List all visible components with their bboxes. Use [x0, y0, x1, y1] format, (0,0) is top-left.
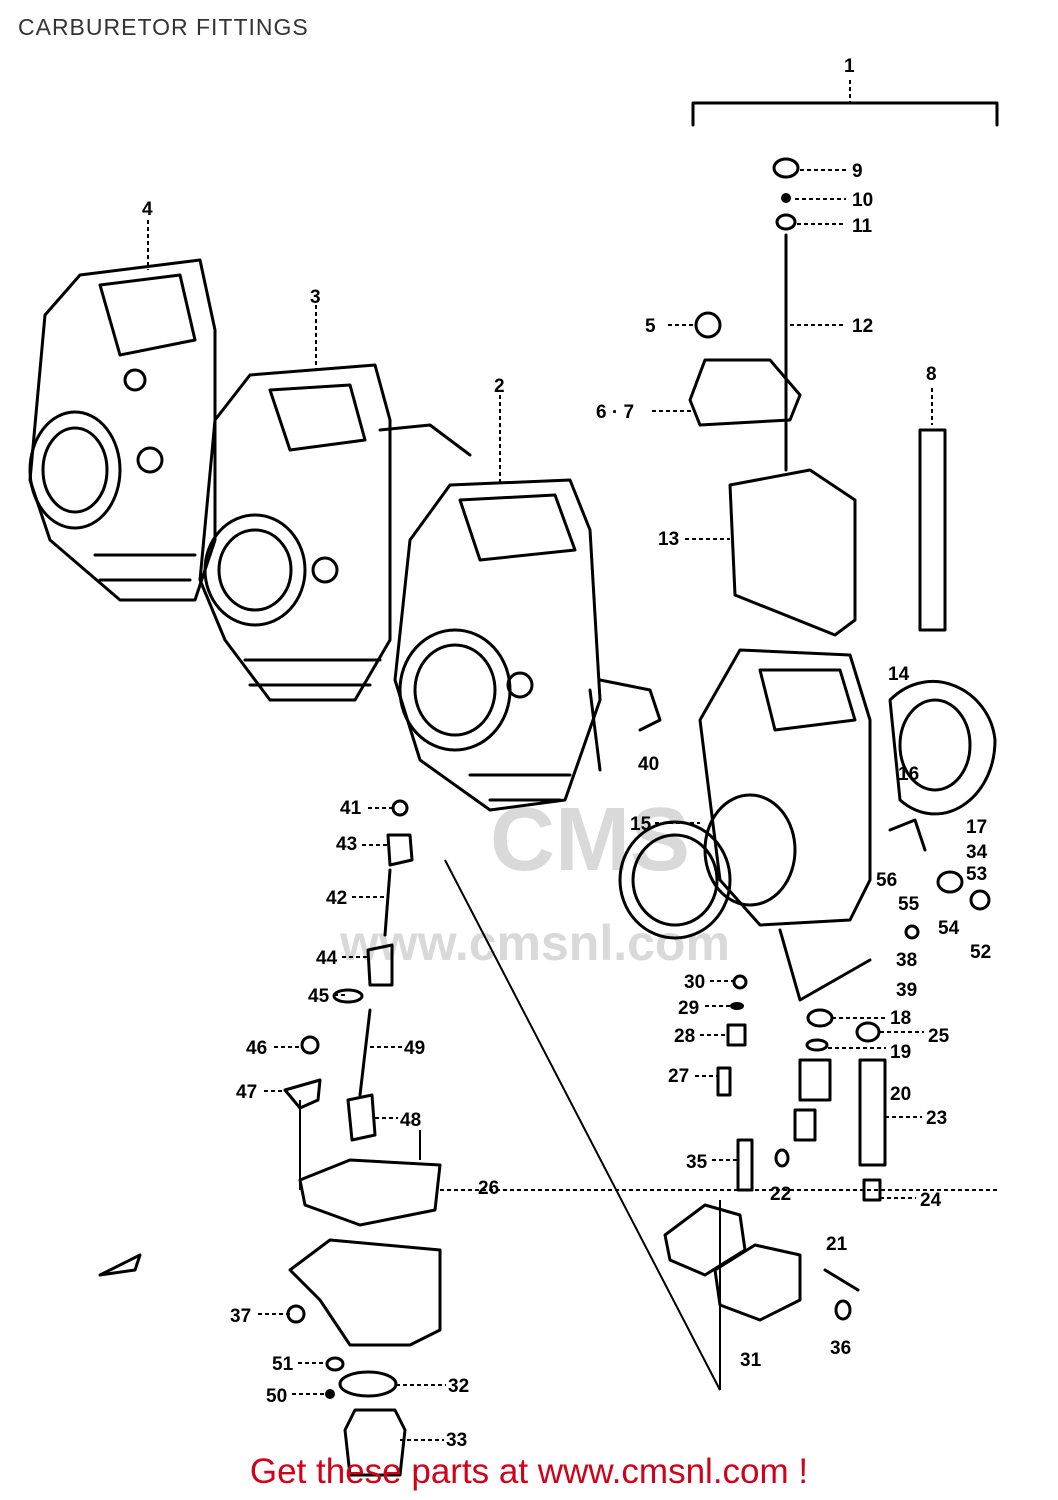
callout-1: 1: [844, 56, 855, 77]
callout-35: 35: [686, 1152, 708, 1173]
callout-33: 33: [446, 1430, 467, 1451]
callout-52: 52: [970, 942, 991, 963]
callout-18: 18: [890, 1008, 911, 1029]
callout-48: 48: [400, 1110, 421, 1131]
page-title: CARBURETOR FITTINGS: [18, 14, 309, 40]
carburetor-body-1: [618, 648, 997, 1002]
callout-9: 9: [852, 161, 863, 182]
carburetor-body-3: [198, 363, 392, 702]
callout-14: 14: [888, 664, 910, 685]
callout-36: 36: [830, 1338, 851, 1359]
footer-cta[interactable]: Get these parts at www.cmsnl.com !: [249, 1452, 809, 1491]
callout-24: 24: [920, 1190, 942, 1211]
callout-34: 34: [966, 842, 988, 863]
construction-line: [444, 859, 721, 1391]
callout-leaders: [258, 169, 933, 1441]
callout-12: 12: [852, 316, 873, 337]
watermark: CMS www.cmsnl.com: [339, 790, 730, 971]
callout-45: 45: [308, 986, 330, 1007]
callout-40: 40: [638, 754, 659, 775]
callout-51: 51: [272, 1354, 294, 1375]
callout-44: 44: [316, 948, 338, 969]
callout-29: 29: [678, 998, 699, 1019]
callout-26: 26: [478, 1178, 499, 1199]
callout-28: 28: [674, 1026, 695, 1047]
callout-22: 22: [770, 1184, 791, 1205]
callout-55: 55: [898, 894, 920, 915]
jet-and-valve-parts: [663, 818, 991, 1322]
callout-17: 17: [966, 817, 987, 838]
callout-2: 2: [494, 376, 505, 397]
carburetor-body-4: [28, 258, 217, 602]
assembly-bracket: [691, 101, 999, 127]
callout-47: 47: [236, 1082, 257, 1103]
callout-54: 54: [938, 918, 960, 939]
callout-4: 4: [142, 199, 153, 220]
callout-21: 21: [826, 1234, 848, 1255]
callout-3: 3: [310, 287, 321, 308]
callout-15: 15: [630, 814, 652, 835]
callout-25: 25: [928, 1026, 950, 1047]
callout-6-7: 6 · 7: [596, 402, 634, 423]
carburetor-body-2: [378, 423, 662, 812]
callout-11: 11: [852, 216, 873, 237]
callout-19: 19: [890, 1042, 911, 1063]
callout-39: 39: [896, 980, 917, 1001]
callout-56: 56: [876, 870, 897, 891]
callout-46: 46: [246, 1038, 267, 1059]
callout-37: 37: [230, 1306, 251, 1327]
top-assembly: [688, 157, 947, 637]
callout-53: 53: [966, 864, 987, 885]
callout-50: 50: [266, 1386, 287, 1407]
float-bowl-assembly: [98, 799, 442, 1477]
construction-line: [299, 1100, 421, 1190]
callout-10: 10: [852, 190, 873, 211]
callout-27: 27: [668, 1066, 689, 1087]
callout-42: 42: [326, 888, 347, 909]
callout-13: 13: [658, 529, 679, 550]
callout-32: 32: [448, 1376, 469, 1397]
callout-49: 49: [404, 1038, 425, 1059]
callout-23: 23: [926, 1108, 947, 1129]
callout-labels: 1 2 3 4 5 6 · 7 8 9 10 11 12 13 14 15 16…: [142, 56, 991, 1451]
callout-43: 43: [336, 834, 357, 855]
callout-5: 5: [645, 316, 656, 337]
callout-30: 30: [684, 972, 705, 993]
callout-16: 16: [898, 764, 919, 785]
callout-41: 41: [340, 798, 362, 819]
callout-8: 8: [926, 364, 937, 385]
callout-31: 31: [740, 1350, 762, 1371]
callout-38: 38: [896, 950, 917, 971]
callout-20: 20: [890, 1084, 911, 1105]
